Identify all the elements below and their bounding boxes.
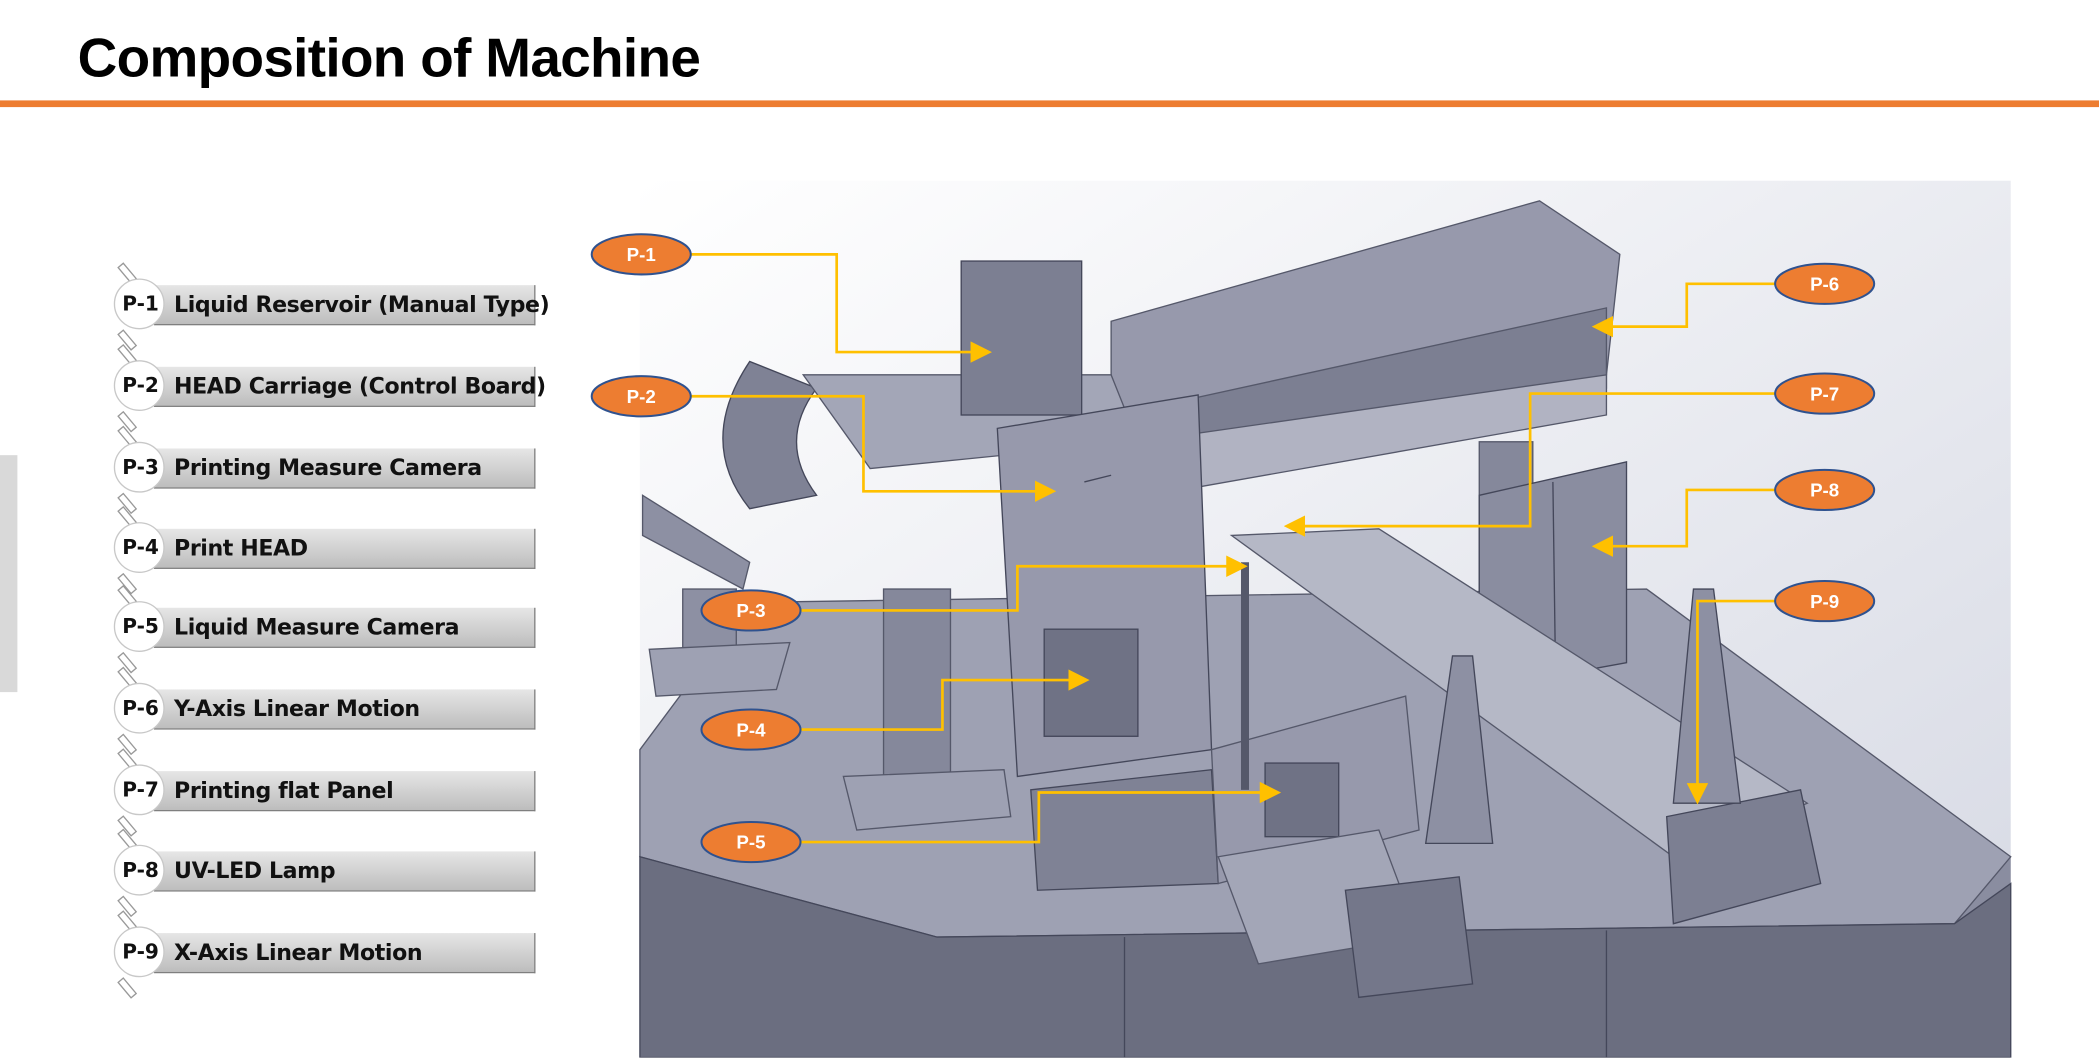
part-code: P-9	[122, 939, 159, 964]
machine-render	[639, 180, 2012, 1058]
leader-line	[1283, 392, 1777, 537]
part-code: P-3	[122, 455, 159, 480]
part-code: P-5	[122, 614, 159, 639]
part-list-item: P-7 Printing flat Panel	[113, 748, 536, 837]
part-bar	[153, 689, 536, 730]
leader-line	[690, 253, 992, 363]
part-bar	[153, 607, 536, 648]
part-bar	[153, 771, 536, 812]
part-code-circle	[113, 926, 165, 978]
part-list-item: P-1 Liquid Reservoir (Manual Type)	[113, 262, 550, 351]
part-code-circle	[113, 522, 165, 573]
callout-bubble	[590, 233, 692, 276]
callout-label: P-2	[627, 386, 656, 407]
part-bar	[153, 528, 536, 569]
page-title: Composition of Machine	[77, 26, 701, 89]
leader-line	[1686, 599, 1777, 805]
part-name: X-Axis Linear Motion	[174, 939, 423, 966]
part-list-item: P-9 X-Axis Linear Motion	[113, 910, 536, 999]
callout-bubble	[1774, 372, 1876, 415]
title-divider	[0, 100, 2099, 108]
part-code: P-2	[122, 373, 159, 398]
part-bar	[153, 366, 536, 407]
leader-line	[800, 555, 1248, 612]
part-name: UV-LED Lamp	[174, 858, 336, 884]
leader-line	[800, 781, 1282, 844]
part-code-circle	[113, 360, 165, 411]
side-panel-edge	[0, 455, 18, 693]
leader-lines	[690, 253, 1777, 844]
callout-bubble	[700, 708, 802, 751]
part-code-circle	[113, 601, 165, 652]
part-list-item: P-3 Printing Measure Camera	[113, 425, 536, 515]
leader-line	[1591, 488, 1777, 557]
part-name: Print HEAD	[174, 535, 308, 561]
callout-bubble	[1774, 262, 1876, 305]
part-list-item: P-6 Y-Axis Linear Motion	[113, 666, 536, 756]
part-name: Liquid Reservoir (Manual Type)	[174, 291, 550, 318]
part-list-item: P-8 UV-LED Lamp	[113, 828, 536, 918]
callout-label: P-6	[1810, 273, 1839, 294]
part-code: P-6	[122, 696, 159, 721]
part-code-circle	[113, 682, 165, 734]
part-code-circle	[113, 844, 165, 896]
part-bar	[153, 448, 536, 489]
part-name: Printing Measure Camera	[174, 455, 482, 481]
part-list-item: P-5 Liquid Measure Camera	[113, 584, 536, 674]
part-name: Liquid Measure Camera	[174, 614, 460, 640]
part-list-item: P-2 HEAD Carriage (Control Board)	[113, 343, 546, 433]
part-code: P-4	[122, 535, 159, 560]
callout-label: P-8	[1810, 480, 1839, 501]
leader-line	[800, 669, 1090, 731]
callout-bubble	[1774, 579, 1876, 623]
callout-label: P-1	[627, 244, 656, 265]
leader-line	[690, 394, 1057, 503]
callout-bubble	[700, 820, 802, 864]
callout-label: P-4	[736, 719, 766, 740]
part-name: HEAD Carriage (Control Board)	[174, 373, 546, 399]
part-bar	[153, 933, 536, 974]
callout-bubble	[590, 375, 692, 418]
part-code-circle	[113, 441, 165, 493]
part-list-item: P-4 Print HEAD	[113, 505, 536, 595]
part-name: Printing flat Panel	[174, 777, 394, 804]
leader-line	[1591, 282, 1777, 338]
part-name: Y-Axis Linear Motion	[174, 696, 420, 722]
callout-label: P-7	[1810, 383, 1839, 404]
part-code-circle	[113, 764, 165, 816]
callout-label: P-5	[736, 832, 765, 853]
callout-label: P-9	[1810, 591, 1839, 612]
part-bar	[153, 285, 536, 326]
callout-bubble	[1774, 468, 1876, 512]
part-code-circle	[113, 278, 165, 330]
callouts: P-1P-2P-3P-4P-5 P-6P-7P-8P-9	[590, 233, 1876, 864]
part-code: P-1	[122, 291, 159, 316]
part-code: P-8	[122, 858, 159, 883]
callout-bubble	[700, 589, 802, 632]
callout-label: P-3	[736, 600, 765, 621]
part-bar	[153, 851, 536, 892]
part-code: P-7	[122, 777, 159, 802]
